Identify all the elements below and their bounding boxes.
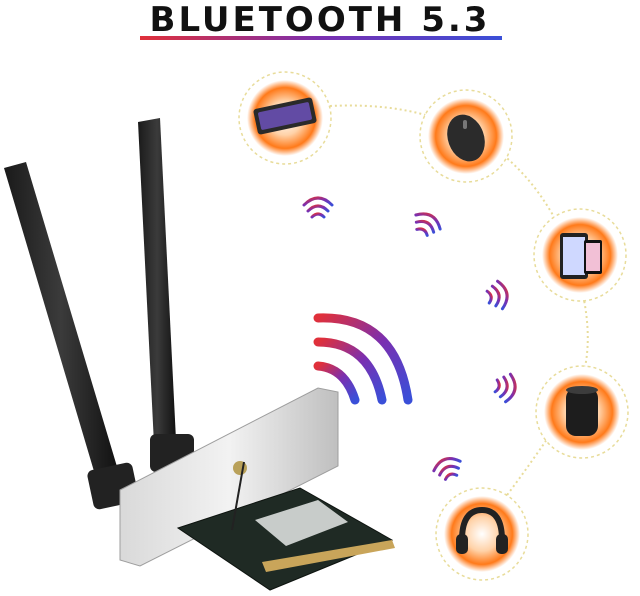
keyboard-icon <box>238 71 332 165</box>
antenna-right <box>138 118 194 472</box>
page-title: BLUETOOTH 5.3 <box>149 0 491 40</box>
phone-tablet-icon <box>533 208 627 302</box>
title-underline <box>140 36 502 40</box>
mouse-icon <box>419 89 513 183</box>
signal-waves-large <box>313 313 413 405</box>
signal-waves-small <box>302 196 517 481</box>
smart-speaker-icon <box>535 365 629 459</box>
wifi-card <box>176 461 395 591</box>
antenna-left <box>4 162 139 510</box>
headphones-icon <box>435 487 529 581</box>
